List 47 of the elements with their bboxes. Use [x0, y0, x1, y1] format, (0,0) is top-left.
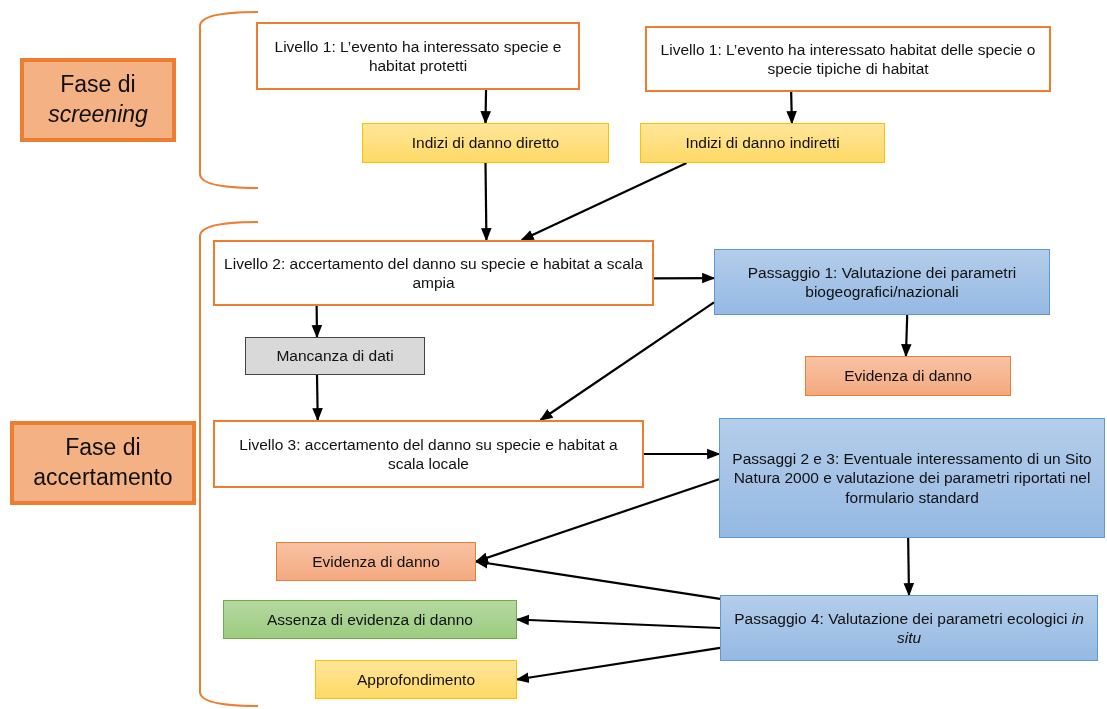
box-text: Fase di screening: [47, 70, 149, 129]
box-text: Indizi di danno diretto: [411, 133, 560, 153]
arrow: [901, 314, 912, 358]
outcome-box: [276, 542, 476, 581]
arrow: [311, 306, 323, 339]
process-box: [213, 240, 654, 306]
clue-box: [362, 123, 609, 163]
step-box: [719, 418, 1105, 538]
arrow: [312, 375, 323, 422]
box-text: Indizi di danno indiretti: [685, 133, 840, 153]
box-text: Approfondimento: [356, 669, 476, 690]
box-text: Passaggi 2 e 3: Eventuale interessamento di un Sito Natura 2000 e valutazione dei parametri riportati nel formulario standard: [731, 448, 1093, 508]
arrow: [539, 301, 715, 421]
clue-box: [640, 123, 885, 163]
box-text: Fase di accertamento: [32, 433, 174, 492]
process-box: [256, 22, 580, 90]
arrow: [474, 558, 721, 601]
arrow: [515, 614, 721, 630]
arrow: [644, 448, 721, 460]
arrow: [480, 90, 491, 125]
box-text: Evidenza di danno: [844, 366, 972, 386]
phase-box: [10, 421, 196, 505]
box-text: Livello 1: L’evento ha interessato specie e habitat protetti: [273, 36, 563, 76]
arrow: [654, 272, 716, 284]
arrow: [903, 538, 915, 597]
arrow: [474, 478, 720, 563]
box-text: Passaggio 1: Valutazione dei parametri biogeografici/nazionali: [746, 262, 1018, 302]
box-text: Assenza di evidenza di danno: [267, 609, 473, 630]
arrow: [520, 162, 687, 241]
box-text: Passaggio 4: Valutazione dei parametri ecologici in situ: [733, 608, 1085, 648]
arrow: [786, 91, 797, 125]
process-box: [645, 26, 1051, 92]
box-text: Evidenza di danno: [312, 551, 440, 572]
outcome-box: [805, 356, 1011, 396]
arrow: [481, 163, 492, 242]
phase-box: [20, 58, 176, 142]
step-box: [714, 249, 1050, 315]
process-box: [213, 420, 644, 488]
box-text: Livello 3: accertamento del danno su specie e habitat a scala locale: [238, 434, 619, 474]
arrow: [515, 646, 721, 683]
box-text: Livello 1: L’evento ha interessato habitat delle specie o specie tipiche di habitat: [659, 39, 1037, 79]
missing-data-box: [245, 337, 425, 375]
box-text: Mancanza di dati: [276, 346, 394, 366]
box-text: Livello 2: accertamento del danno su specie e habitat a scala ampia: [223, 253, 644, 293]
outcome-box: [223, 600, 517, 639]
step-box: [720, 595, 1098, 661]
clue-box: [315, 660, 517, 699]
